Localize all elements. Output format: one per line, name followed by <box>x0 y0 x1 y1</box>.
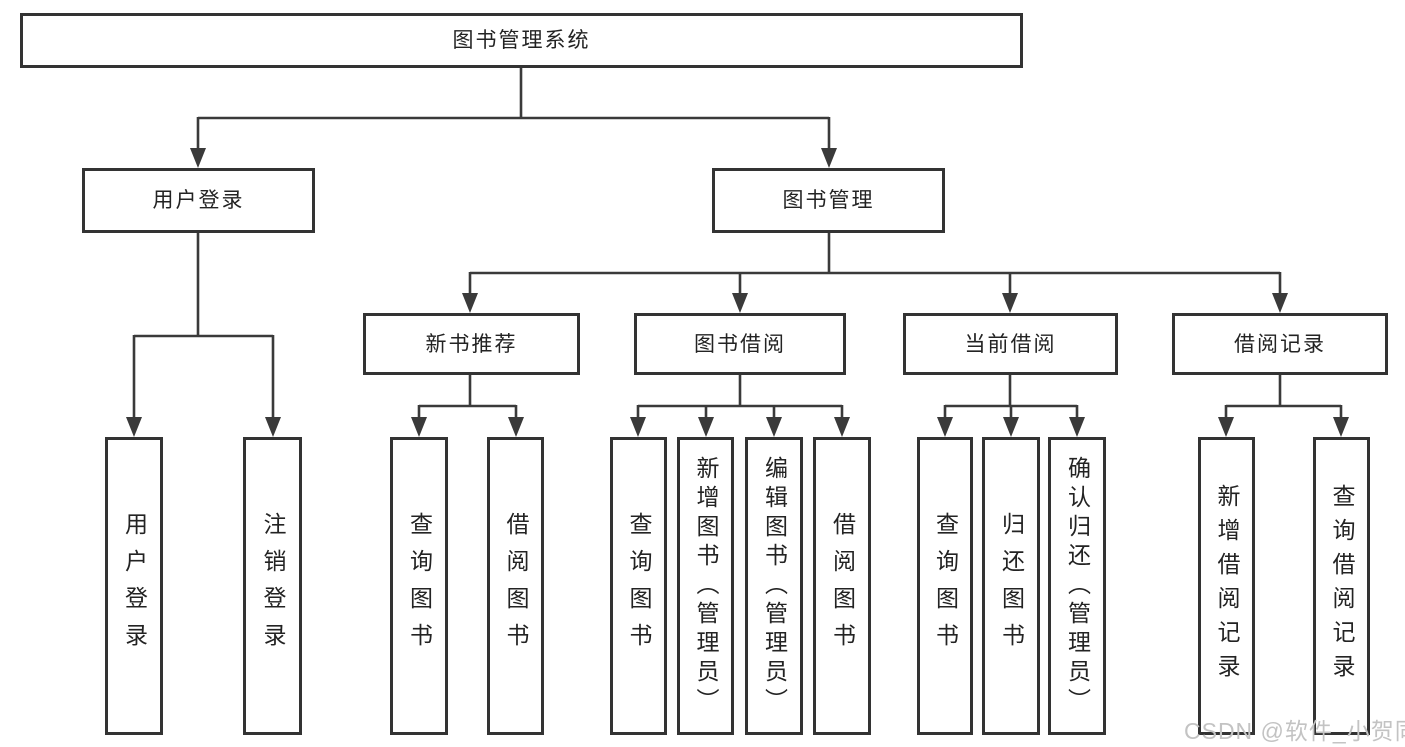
connector-current-borrow-split <box>937 374 1085 437</box>
leaf-confirm-return-admin-label: 确认归还（管理员） <box>1064 455 1091 717</box>
connector-user-login-split <box>126 232 281 437</box>
leaf-query-books-3: 查询图书 <box>917 437 973 735</box>
leaf-borrow-books-1-label: 借阅图书 <box>503 512 529 660</box>
node-new-book-rec-label: 新书推荐 <box>425 332 518 356</box>
leaf-query-books-2-label: 查询图书 <box>626 512 652 660</box>
node-new-book-rec: 新书推荐 <box>363 313 580 375</box>
node-root: 图书管理系统 <box>20 13 1023 68</box>
connector-new-book-split <box>411 374 524 437</box>
leaf-borrow-books-2-label: 借阅图书 <box>829 512 856 660</box>
leaf-edit-books-admin: 编辑图书（管理员） <box>745 437 803 735</box>
leaf-return-books: 归还图书 <box>982 437 1040 735</box>
leaf-query-books-3-label: 查询图书 <box>932 512 959 660</box>
leaf-logout-label: 注销登录 <box>260 512 286 660</box>
leaf-query-books-1: 查询图书 <box>390 437 448 735</box>
node-root-label: 图书管理系统 <box>452 29 591 52</box>
node-book-borrow-label: 图书借阅 <box>694 332 786 356</box>
leaf-add-books-admin-label: 新增图书（管理员） <box>693 455 719 717</box>
leaf-query-books-1-label: 查询图书 <box>406 512 433 660</box>
leaf-edit-books-admin-label: 编辑图书（管理员） <box>761 455 788 717</box>
node-book-mgmt: 图书管理 <box>712 168 945 233</box>
node-book-mgmt-label: 图书管理 <box>782 189 875 212</box>
node-current-borrow-label: 当前借阅 <box>964 332 1057 356</box>
leaf-borrow-books-2: 借阅图书 <box>813 437 871 735</box>
connector-book-borrow-split <box>630 374 850 437</box>
leaf-query-borrow-record: 查询借阅记录 <box>1313 437 1370 735</box>
leaf-query-borrow-record-label: 查询借阅记录 <box>1329 484 1355 688</box>
connector-borrow-record-split <box>1218 374 1349 437</box>
csdn-watermark: CSDN @软件_小贺同学 <box>1184 718 1405 744</box>
leaf-return-books-label: 归还图书 <box>998 512 1025 660</box>
leaf-borrow-books-1: 借阅图书 <box>487 437 544 735</box>
leaf-user-login-label: 用户登录 <box>121 512 148 660</box>
node-book-borrow: 图书借阅 <box>634 313 846 375</box>
connector-root-split <box>190 68 837 168</box>
node-current-borrow: 当前借阅 <box>903 313 1118 375</box>
node-user-login: 用户登录 <box>82 168 315 233</box>
leaf-confirm-return-admin: 确认归还（管理员） <box>1048 437 1106 735</box>
leaf-query-books-2: 查询图书 <box>610 437 667 735</box>
node-borrow-record: 借阅记录 <box>1172 313 1388 375</box>
leaf-logout: 注销登录 <box>243 437 302 735</box>
node-borrow-record-label: 借阅记录 <box>1234 332 1326 356</box>
node-user-login-label: 用户登录 <box>152 189 245 212</box>
leaf-add-borrow-record: 新增借阅记录 <box>1198 437 1255 735</box>
connector-book-mgmt-split <box>462 232 1288 313</box>
leaf-add-borrow-record-label: 新增借阅记录 <box>1214 484 1240 688</box>
leaf-add-books-admin: 新增图书（管理员） <box>677 437 734 735</box>
leaf-user-login: 用户登录 <box>105 437 163 735</box>
